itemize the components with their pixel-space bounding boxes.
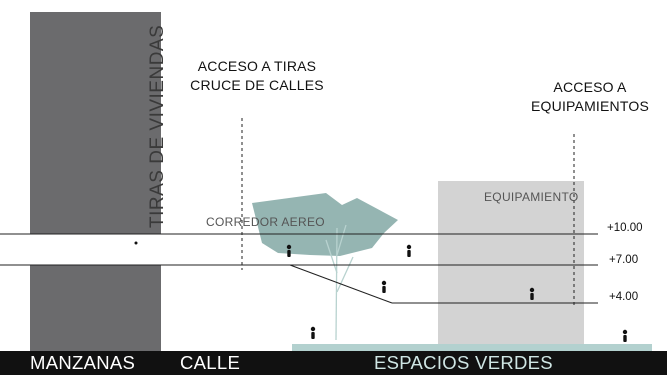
- housing-block-upper: [30, 12, 161, 234]
- bottom-band: [0, 351, 667, 375]
- dot-marker: [134, 241, 138, 245]
- access-tiras-line1: ACCESO A TIRAS: [197, 58, 317, 74]
- access-equip-line2: EQUIPAMIENTOS: [531, 98, 649, 114]
- street-label: CALLE: [180, 352, 241, 373]
- level-label-7: +7.00: [609, 254, 639, 266]
- person-icon: [286, 244, 292, 257]
- equipment-block: [438, 181, 584, 351]
- person-icon: [406, 244, 412, 257]
- housing-strips-label: TIRAS DE VIVIENDAS: [147, 24, 168, 228]
- person-icon: [310, 326, 316, 339]
- level-label-10: +10.00: [607, 222, 643, 234]
- person-icon: [622, 329, 628, 342]
- housing-block-lower: [30, 265, 161, 355]
- access-equip-line1: ACCESO A: [553, 79, 627, 95]
- access-tiras-line2: CRUCE DE CALLES: [190, 77, 324, 93]
- green-spaces-label: ESPACIOS VERDES: [374, 352, 553, 373]
- person-icon: [529, 287, 535, 300]
- aerial-corridor-label: CORREDOR AEREO: [206, 215, 325, 229]
- blocks-label: MANZANAS: [30, 352, 136, 373]
- tree-trunk: [325, 224, 354, 341]
- green-space-base: [292, 344, 652, 354]
- level-label-4: +4.00: [609, 291, 639, 303]
- person-icon: [381, 280, 387, 293]
- level-lines: [0, 233, 598, 304]
- access-tiras-label: ACCESO A TIRAS CRUCE DE CALLES: [172, 57, 342, 95]
- access-equip-label: ACCESO A EQUIPAMIENTOS: [515, 78, 665, 116]
- equipment-label: EQUIPAMIENTO: [484, 190, 579, 204]
- tree-canopy: [252, 193, 398, 256]
